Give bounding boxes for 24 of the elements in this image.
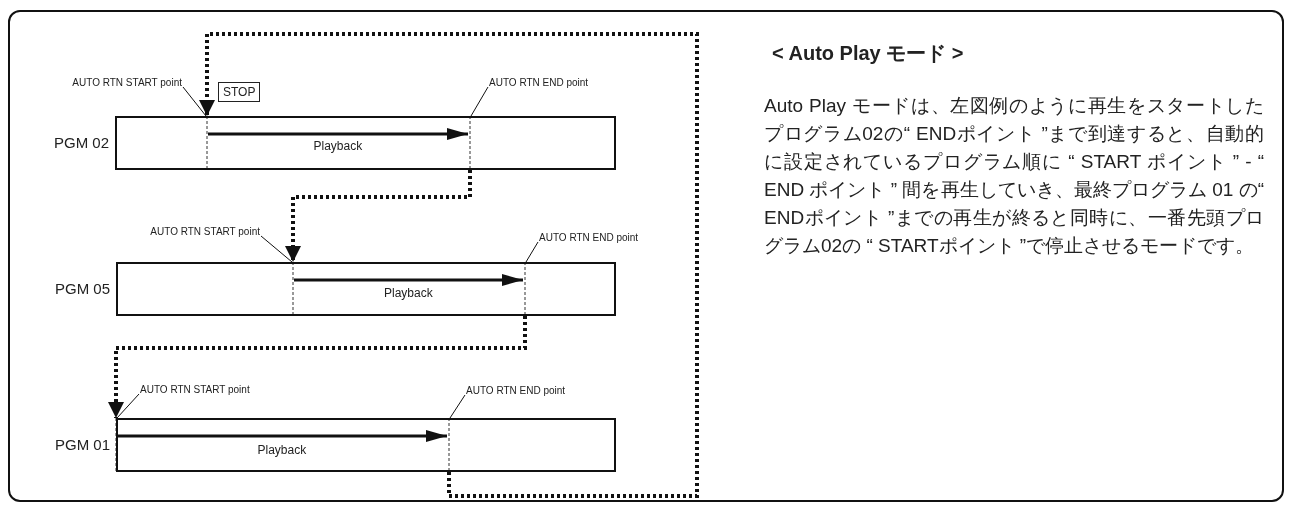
playback-label: Playback (313, 139, 363, 153)
playback-label: Playback (257, 443, 307, 457)
program-label: PGM 01 (53, 436, 110, 453)
leader-line (449, 394, 466, 419)
leader-line (470, 86, 489, 117)
leader-line (525, 241, 539, 263)
flow-arrow (108, 316, 527, 418)
point-label: AUTO RTN START point (140, 384, 250, 396)
point-label: AUTO RTN END point (466, 385, 566, 397)
program-label: PGM 05 (53, 280, 110, 297)
point-label: AUTO RTN END point (539, 232, 639, 244)
leader-line (260, 235, 293, 263)
leader-line (116, 393, 140, 419)
description-text: Auto Play モードは、左図例のように再生をスタートしたプログラム02の“ ENDポイント ”まで到達すると、自動的に設定されているプログラム順に “ START ポイント ” - “ END ポイント ” 間を再生していき、最終プログラム 01 の“ ENDポイント ”までの再生が終ると同時に、一番先頭プログラム02の “ STARTポイント ”で停止させるモードです。 (764, 94, 1264, 258)
flow-arrow (199, 32, 699, 498)
point-label: AUTO RTN START point (36, 77, 182, 89)
point-label: AUTO RTN START point (124, 226, 260, 238)
heading: < Auto Play モード > (772, 41, 964, 66)
program-label: PGM 02 (52, 134, 109, 151)
point-label: AUTO RTN END point (489, 77, 589, 89)
playback-label: Playback (384, 286, 433, 300)
flow-arrow (285, 170, 472, 262)
leader-line (182, 86, 207, 117)
stop-label: STOP (218, 82, 261, 102)
